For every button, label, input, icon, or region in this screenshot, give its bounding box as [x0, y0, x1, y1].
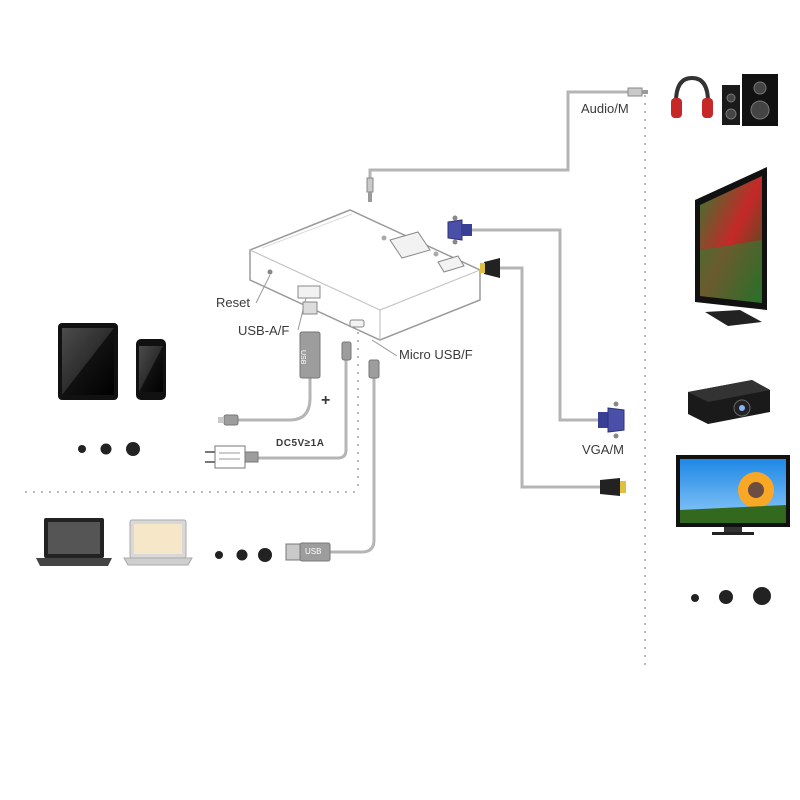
speakers-icon [722, 74, 778, 126]
audio-cable [368, 90, 632, 192]
power-cable [256, 358, 348, 460]
phone-icon [136, 339, 166, 400]
micro-usb-port [349, 319, 365, 328]
more-devices-dots-display [691, 587, 771, 605]
vga-cable [468, 228, 602, 422]
reset-label: Reset [216, 295, 250, 310]
usb-plug-label: USB [299, 350, 306, 365]
power-label: DC5V≥1A [276, 438, 325, 449]
power-adapter [205, 445, 259, 469]
usb-af-label: USB-A/F [238, 323, 290, 338]
plus-sign: + [321, 392, 331, 409]
monitor-icon [676, 455, 790, 535]
tablet-icon [58, 323, 118, 400]
data-micro-plug [368, 359, 380, 379]
vga-plug-right [598, 401, 625, 439]
macbook-icon [123, 519, 193, 566]
audio-jack-plug [366, 177, 374, 202]
hdmi-plug-right [600, 478, 626, 496]
laptop-icon [36, 518, 112, 566]
micro-usb-cable [328, 376, 376, 554]
tv-icon [695, 167, 767, 326]
vga-label: VGA/M [582, 442, 624, 457]
usb-a-cable [236, 376, 312, 422]
hdmi-plug-adapter-side [480, 258, 500, 278]
usb-to-computer-plug [285, 542, 331, 562]
more-devices-dots-computer [215, 548, 272, 562]
micro-usb-label: Micro USB/F [399, 347, 473, 362]
more-devices-dots-mobile [78, 442, 140, 456]
usb-a-port [297, 285, 321, 299]
audio-label: Audio/M [581, 101, 629, 116]
usb-a-plug [299, 301, 321, 379]
hdmi-port [437, 255, 465, 273]
audio-jack-plug-right [627, 87, 648, 97]
hdmi-cable [498, 266, 602, 489]
vga-plug-adapter-side [447, 215, 472, 245]
cables [236, 90, 632, 554]
power-micro-plug [341, 341, 352, 361]
usb-cable-label: USB [305, 547, 322, 556]
headphones-icon [671, 75, 713, 118]
reset-hole [267, 269, 273, 275]
vga-port [389, 231, 431, 259]
projector-icon [688, 380, 770, 424]
divider-lines [25, 95, 646, 665]
micro-usb-end [218, 414, 239, 426]
adapter-box [249, 209, 481, 341]
